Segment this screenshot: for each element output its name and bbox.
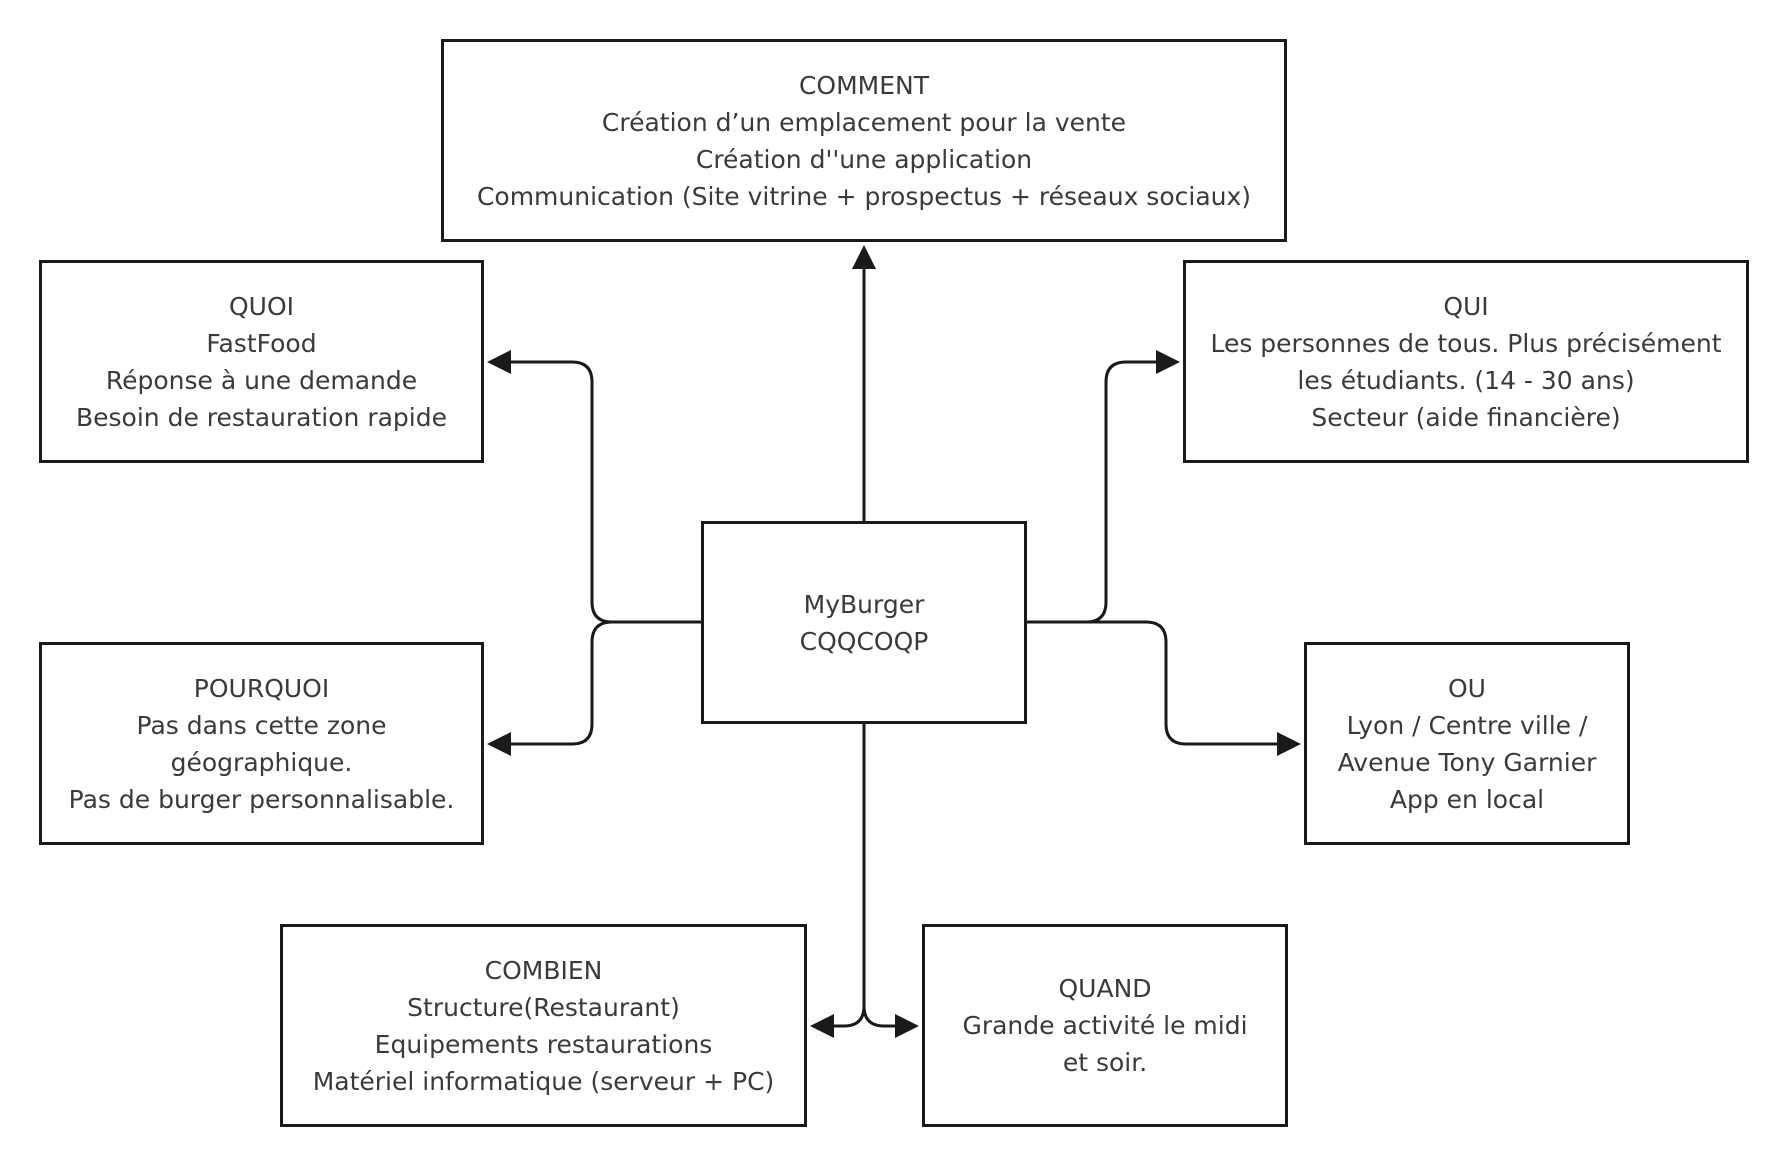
node-quand-line: et soir. <box>1062 1048 1148 1077</box>
connector-ou <box>1027 620 1301 756</box>
node-qui-line: les étudiants. (14 - 30 ans) <box>1297 365 1635 395</box>
node-quoi-line: Besoin de restauration rapide <box>76 402 447 432</box>
node-ou-line: App en local <box>1389 784 1545 814</box>
node-comment-line: Communication (Site vitrine + prospectus… <box>476 181 1252 211</box>
node-ou-title: OU <box>1448 673 1486 703</box>
node-quoi-line: FastFood <box>206 328 317 358</box>
node-qui-title: QUI <box>1443 291 1489 321</box>
node-quoi-line: Réponse à une demande <box>105 365 418 395</box>
node-quand-title: QUAND <box>1058 974 1152 1003</box>
node-pourquoi-line: Pas de burger personnalisable. <box>68 784 455 814</box>
connector-combien <box>810 724 866 1038</box>
node-pourquoi-line: géographique. <box>170 747 353 777</box>
node-ou-line: Avenue Tony Garnier <box>1337 747 1597 777</box>
node-quand-line: Grande activité le midi <box>962 1011 1248 1040</box>
node-combien-title: COMBIEN <box>484 955 603 985</box>
node-comment-line: Création d’un emplacement pour la vente <box>601 107 1127 137</box>
node-combien-line: Structure(Restaurant) <box>407 992 680 1022</box>
node-combien-line: Matériel informatique (serveur + PC) <box>312 1066 775 1096</box>
node-comment-line: Création d''une application <box>695 144 1033 174</box>
node-quand: QUAND Grande activité le midi et soir. <box>922 924 1288 1127</box>
node-qui-line: Secteur (aide financière) <box>1311 402 1621 432</box>
connector-quoi <box>487 350 701 624</box>
node-qui-line: Les personnes de tous. Plus précisément <box>1210 328 1722 358</box>
connector-qui <box>1027 350 1180 624</box>
connector-pourquoi <box>487 620 701 756</box>
node-center-subtitle: CQQCOQP <box>799 626 929 656</box>
node-quoi-title: QUOI <box>228 291 295 321</box>
node-pourquoi-title: POURQUOI <box>193 673 330 703</box>
node-ou: OU Lyon / Centre ville / Avenue Tony Gar… <box>1304 642 1630 845</box>
node-center: MyBurger CQQCOQP <box>701 521 1027 724</box>
node-qui: QUI Les personnes de tous. Plus précisém… <box>1183 260 1749 463</box>
node-pourquoi: POURQUOI Pas dans cette zone géographiqu… <box>39 642 484 845</box>
node-pourquoi-line: Pas dans cette zone <box>136 710 387 740</box>
node-combien-line: Equipements restaurations <box>374 1029 713 1059</box>
node-combien: COMBIEN Structure(Restaurant) Equipement… <box>280 924 807 1127</box>
node-center-title: MyBurger <box>803 589 925 619</box>
connector-quand <box>862 724 919 1038</box>
node-quoi: QUOI FastFood Réponse à une demande Beso… <box>39 260 484 463</box>
node-comment-title: COMMENT <box>798 70 930 100</box>
node-comment: COMMENT Création d’un emplacement pour l… <box>441 39 1287 242</box>
node-ou-line: Lyon / Centre ville / <box>1346 710 1588 740</box>
